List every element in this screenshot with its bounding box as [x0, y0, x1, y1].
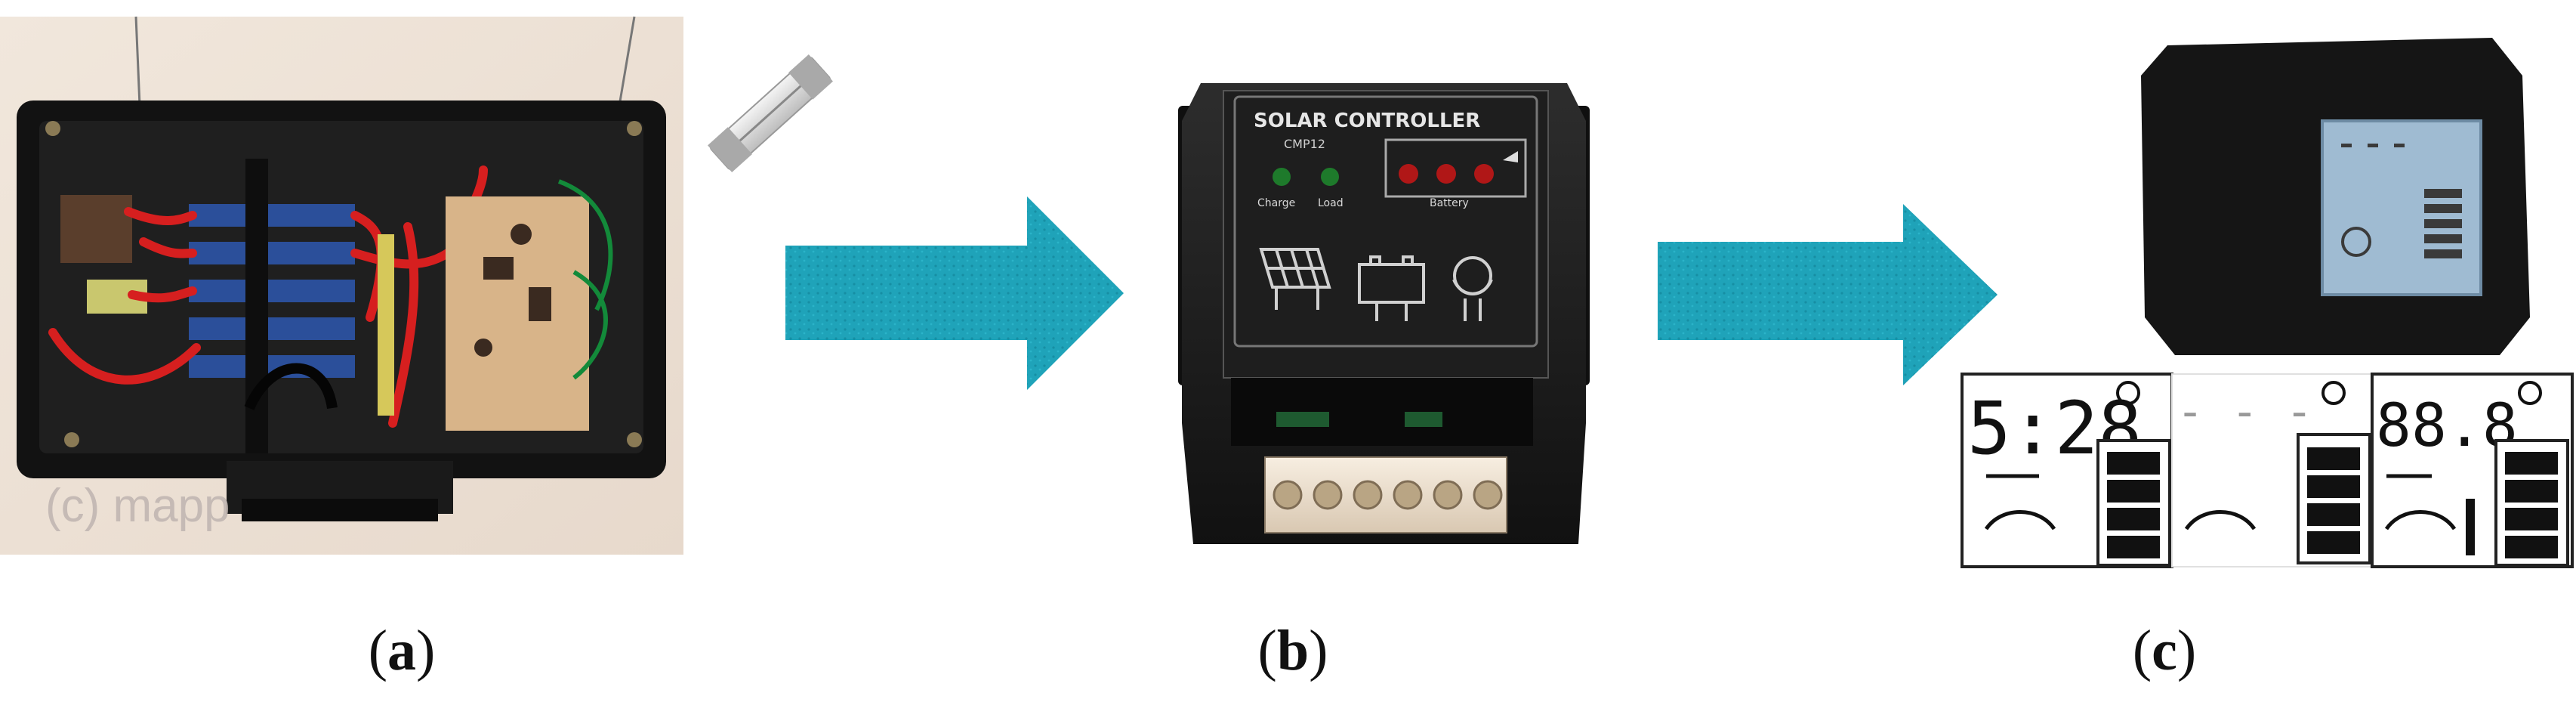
lcd-readout: - - -: [2176, 385, 2313, 438]
caption-a: (a): [368, 619, 436, 682]
solar-panel-icon: [1259, 248, 1331, 310]
battery-led: [1436, 164, 1456, 184]
terminal-block: [1264, 456, 1507, 533]
lamp-icon: [1984, 510, 2056, 530]
thermometer-icon: [2466, 499, 2475, 555]
screw-icon: [627, 432, 642, 447]
lamp-icon: [2384, 510, 2457, 530]
lcd-display-2: - - -: [2171, 373, 2373, 567]
battery-led: [1474, 164, 1494, 184]
lcd-display-3: 88.8: [2371, 373, 2574, 568]
sun-icon: [2518, 381, 2542, 405]
relay-block: [60, 195, 132, 263]
screw-icon: [45, 121, 60, 136]
battery-icon: [1358, 255, 1425, 321]
led-label-charge: Charge: [1257, 197, 1295, 209]
cartridge-fuse-icon: [708, 54, 833, 173]
battery-led: [1399, 164, 1418, 184]
arrow-a-to-b: [785, 196, 1124, 390]
watermark: (c) mapp: [45, 480, 230, 532]
lamp-icon: [1452, 256, 1493, 321]
caption-b: (b): [1257, 619, 1328, 682]
led-label-battery: Battery: [1430, 197, 1469, 209]
controller-title: SOLAR CONTROLLER: [1254, 110, 1480, 132]
lcd-display-1: 5:28: [1961, 373, 2173, 568]
lcd-readout: 88.8: [2376, 392, 2518, 460]
controller-model: CMP12: [1284, 137, 1325, 151]
panel-b-solar-controller: SOLAR CONTROLLER CMP12 Charge Load Batte…: [1178, 83, 1590, 544]
panel-c-lcd-controller: 5:28 - - - 88.8: [1961, 38, 2574, 568]
load-led: [1321, 168, 1339, 186]
sun-icon: [2321, 381, 2346, 405]
sun-icon: [2116, 381, 2140, 405]
screw-icon: [627, 121, 642, 136]
arrow-b-to-c: [1658, 204, 1998, 385]
charge-led: [1273, 168, 1291, 186]
caption-c: (c): [2132, 619, 2197, 682]
screw-icon: [64, 432, 79, 447]
led-label-load: Load: [1318, 197, 1344, 209]
lamp-icon: [2184, 510, 2257, 530]
glass-fuse: [378, 234, 394, 416]
panel-a-photo: (c) mapp: [0, 16, 683, 555]
bottom-connector: [227, 461, 453, 521]
